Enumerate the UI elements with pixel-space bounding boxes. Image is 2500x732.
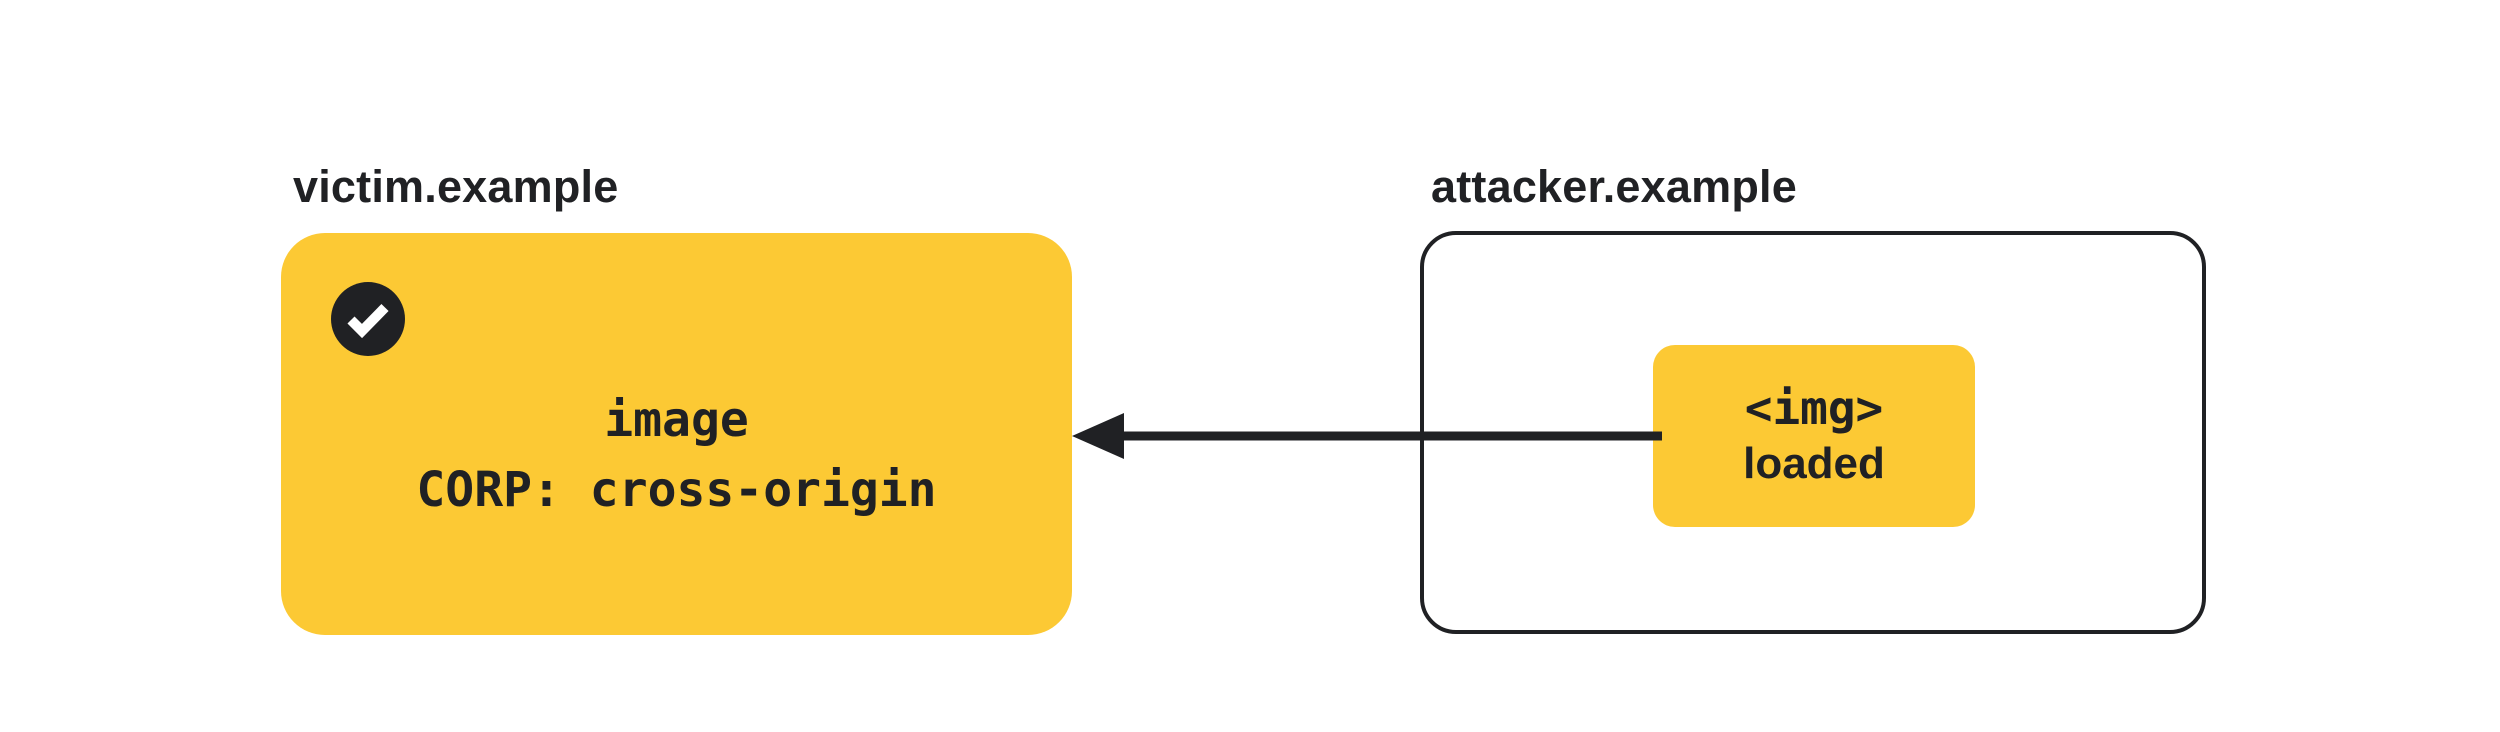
attacker-domain-label: attacker.example [1431,161,1797,212]
request-arrow [1072,413,1662,459]
victim-card-text: image CORP: cross-origin [281,385,1072,525]
resource-type-label: image [604,392,749,448]
img-loaded-chip: <img> loaded [1653,345,1975,527]
corp-header-label: CORP: cross-origin [416,462,937,518]
loaded-status-label: loaded [1743,439,1885,488]
img-tag-label: <img> [1744,381,1884,435]
victim-resource-card: image CORP: cross-origin [281,233,1072,635]
victim-domain-label: victim.example [293,161,619,212]
checkmark-icon [331,282,405,356]
